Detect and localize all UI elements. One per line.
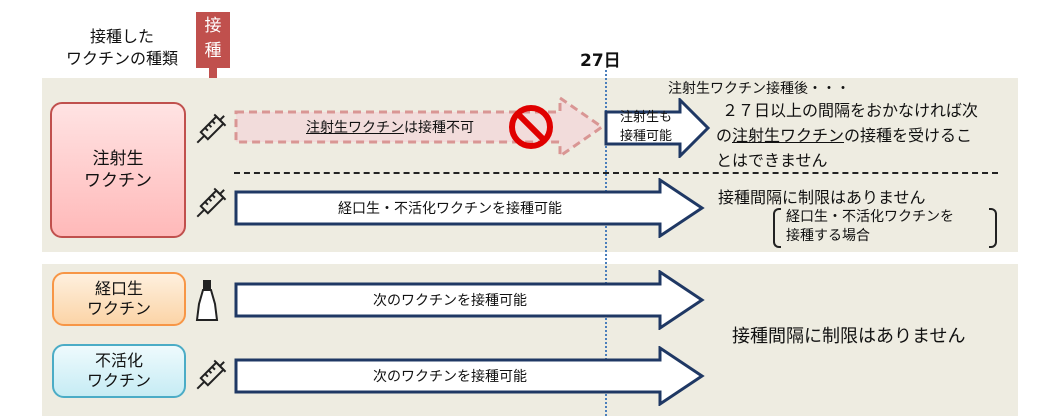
allowed-after-27-arrow — [604, 98, 711, 158]
inactivated-box-line1: 不活化 — [94, 351, 143, 370]
vaccine-type-header: 接種した ワクチンの種類 — [52, 26, 192, 70]
injectable-box-line1: 注射生 — [92, 149, 144, 169]
inoculation-tag: 接 種 — [196, 12, 230, 68]
oral-allowed-arrow — [234, 270, 705, 330]
oral-live-vaccine-box: 経口生 ワクチン — [52, 272, 186, 326]
inactivated-allowed-arrow — [234, 346, 705, 406]
not-allowed-rest-text: は接種不可 — [404, 120, 474, 136]
note-bracket-left — [773, 208, 781, 248]
injectable-note-line3: とはできません — [716, 151, 828, 170]
note-bracket-right — [989, 208, 997, 248]
oral-allowed-label: 次のワクチンを接種可能 — [373, 293, 527, 309]
not-allowed-arrow — [234, 96, 605, 158]
day-marker: 27日 — [580, 51, 621, 71]
prohibited-icon — [509, 105, 553, 149]
oral-inactivated-allowed-arrow — [234, 178, 705, 238]
day-27-line — [605, 70, 607, 416]
oral-inactivated-allowed-label: 経口生・不活化ワクチンを接種可能 — [338, 201, 562, 217]
oral-bottle-icon — [195, 280, 219, 321]
bracket-note-line1: 経口生・不活化ワクチンを — [786, 209, 954, 225]
oral-box-line1: 経口生 — [94, 279, 143, 298]
inactivated-vaccine-box: 不活化 ワクチン — [52, 344, 186, 398]
bracket-note-line2: 接種する場合 — [786, 228, 870, 244]
allowed-after-27-line1: 注射生も — [619, 110, 672, 125]
inactivated-allowed-label: 次のワクチンを接種可能 — [373, 369, 527, 385]
injectable-note-line1: ２７日以上の間隔をおかなければ次 — [722, 101, 979, 120]
oral-box-line2: ワクチン — [86, 299, 151, 318]
others-note: 接種間隔に制限はありません — [732, 326, 966, 347]
inoculation-tag-line1: 接 — [204, 16, 222, 36]
syringe-icon — [196, 359, 227, 390]
bracket-note: 経口生・不活化ワクチンを 接種する場合 — [786, 208, 954, 246]
vaccine-type-header-line1: 接種した — [89, 27, 154, 46]
injectable-note-line2: の注射生ワクチンの接種を受けるこ — [716, 122, 972, 146]
injectable-live-vaccine-box: 注射生 ワクチン — [50, 102, 186, 238]
row-divider — [234, 172, 998, 174]
injectable-row2-note: 接種間隔に制限はありません — [718, 188, 926, 207]
vaccine-type-header-line2: ワクチンの種類 — [65, 49, 178, 68]
not-allowed-arrow-label: 注射生ワクチンは接種不可 — [270, 112, 510, 142]
syringe-icon — [196, 113, 227, 144]
injectable-note-title: 注射生ワクチン接種後・・・ — [668, 81, 850, 97]
inactivated-box-line2: ワクチン — [86, 371, 151, 390]
allowed-after-27-label: 注射生も 接種可能 — [606, 108, 686, 146]
injectable-note-line2-post: の接種を受けるこ — [844, 126, 973, 145]
inoculation-tag-line2: 種 — [204, 41, 222, 61]
injectable-box-line2: ワクチン — [84, 171, 152, 191]
not-allowed-underlined-text: 注射生ワクチン — [306, 120, 404, 136]
injectable-note-line2-underlined: 注射生ワクチン — [732, 126, 845, 145]
syringe-icon — [196, 187, 227, 218]
allowed-after-27-line2: 接種可能 — [619, 129, 672, 144]
injectable-note-line2-pre: の — [716, 126, 733, 145]
